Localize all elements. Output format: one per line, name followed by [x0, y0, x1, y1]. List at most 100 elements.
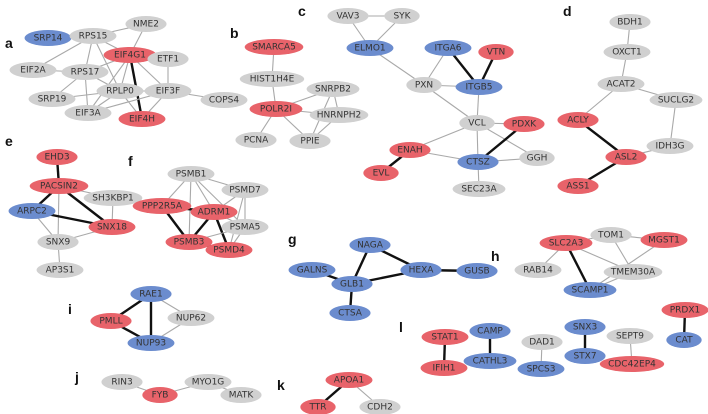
node-label-ttr: TTR — [308, 403, 326, 413]
node-label-hist1h4e: HIST1H4E — [250, 75, 295, 85]
node-label-cdh2: CDH2 — [367, 403, 393, 413]
node-label-oxct1: OXCT1 — [612, 48, 642, 58]
node-label-nup62: NUP62 — [176, 314, 206, 324]
node-polr2i: POLR2I — [249, 101, 303, 117]
node-syk: SYK — [384, 8, 420, 24]
node-shape-bdh1 — [609, 14, 651, 30]
node-label-itga6: ITGA6 — [434, 44, 461, 54]
node-label-prdx1: PRDX1 — [670, 306, 701, 316]
node-shape-ppp2r5a — [132, 198, 192, 214]
node-slc2a3: SLC2A3 — [539, 235, 593, 251]
node-naga: NAGA — [349, 237, 391, 253]
node-label-idh3g: IDH3G — [655, 142, 684, 152]
node-shape-ehd3 — [36, 149, 78, 165]
node-shape-eif2a — [9, 62, 57, 78]
node-suclg2: SUCLG2 — [649, 92, 703, 108]
node-shape-hexa — [400, 262, 442, 278]
node-shape-gusb — [456, 263, 498, 279]
node-eif3a: EIF3A — [64, 105, 112, 121]
node-shape-evl — [363, 165, 399, 181]
node-label-stat1: STAT1 — [431, 333, 458, 343]
node-shape-rab14 — [514, 262, 562, 278]
node-shape-smarca5 — [244, 39, 304, 55]
node-shape-ppie — [289, 133, 331, 149]
node-shape-eif3a — [64, 105, 112, 121]
node-shape-acat2 — [597, 76, 645, 92]
node-label-eif3a: EIF3A — [75, 109, 101, 119]
node-spcs3: SPCS3 — [517, 361, 565, 377]
panel-label-j: j — [74, 369, 79, 385]
node-label-polr2i: POLR2I — [260, 105, 292, 115]
node-label-slc2a3: SLC2A3 — [549, 239, 584, 249]
node-shape-mgst1 — [640, 232, 688, 248]
node-shape-dad1 — [521, 334, 563, 350]
node-label-sept9: SEPT9 — [616, 332, 644, 342]
node-shape-spcs3 — [517, 361, 565, 377]
node-shape-oxct1 — [603, 44, 651, 60]
node-label-psmb1: PSMB1 — [176, 170, 207, 180]
node-cat: CAT — [666, 332, 702, 348]
node-myo1g: MYO1G — [184, 374, 232, 390]
node-label-hnrnph2: HNRNPH2 — [317, 111, 361, 121]
node-label-pcna: PCNA — [244, 136, 269, 146]
node-label-vav3: VAV3 — [336, 12, 359, 22]
node-shape-psmb1 — [167, 166, 215, 182]
node-label-dad1: DAD1 — [529, 338, 555, 348]
node-shape-ctsz — [457, 154, 499, 170]
node-shape-rin3 — [101, 374, 143, 390]
node-shape-myo1g — [184, 374, 232, 390]
node-shape-psmd7 — [221, 182, 269, 198]
node-label-ap3s1: AP3S1 — [46, 266, 75, 276]
node-snx18: SNX18 — [88, 219, 136, 235]
node-shape-enah — [389, 142, 431, 158]
node-sept9: SEPT9 — [606, 328, 654, 344]
node-label-snx3: SNX3 — [573, 323, 597, 333]
node-shape-syk — [384, 8, 420, 24]
node-shape-itgb5 — [455, 79, 503, 95]
node-snx9: SNX9 — [37, 234, 79, 250]
node-label-tom1: TOM1 — [597, 231, 624, 241]
node-asl2: ASL2 — [605, 149, 647, 165]
node-label-gusb: GUSB — [464, 267, 489, 277]
node-label-eif2a: EIF2A — [20, 66, 46, 76]
node-vtn: VTN — [478, 44, 514, 60]
panel-label-l: l — [399, 319, 403, 335]
node-shape-cdc42ep4 — [599, 356, 665, 372]
node-ctsz: CTSZ — [457, 154, 499, 170]
node-shape-pcna — [235, 132, 277, 148]
node-label-camp: CAMP — [477, 327, 503, 337]
node-label-acly: ACLY — [567, 116, 589, 126]
node-shape-etf1 — [147, 51, 189, 67]
node-ctsa: CTSA — [329, 305, 371, 321]
node-label-smarca5: SMARCA5 — [252, 43, 296, 53]
node-label-adrm1: ADRM1 — [198, 208, 231, 218]
node-label-pacsin2: PACSIN2 — [40, 182, 78, 192]
edge-pacsin2-snx9 — [57, 185, 60, 243]
node-shape-srp19 — [28, 91, 76, 107]
node-label-eif4g1: EIF4G1 — [114, 51, 146, 61]
node-shape-sec23a — [452, 181, 506, 197]
node-shape-itga6 — [424, 40, 472, 56]
node-elmo1: ELMO1 — [346, 40, 394, 56]
node-label-ass1: ASS1 — [566, 182, 589, 192]
node-label-pxn: PXN — [415, 81, 433, 91]
node-shape-ggh — [519, 150, 555, 166]
node-label-ppp2r5a: PPP2R5A — [142, 202, 183, 212]
node-hist1h4e: HIST1H4E — [239, 71, 305, 87]
node-pacsin2: PACSIN2 — [29, 178, 89, 194]
node-label-nme2: NME2 — [133, 20, 159, 30]
node-shape-eif4h — [118, 111, 166, 127]
node-shape-cat — [666, 332, 702, 348]
edge-psmb1-psma5 — [190, 173, 246, 228]
panel-label-i: i — [68, 301, 72, 317]
node-shape-acly — [557, 112, 599, 128]
node-shape-cathl3 — [463, 353, 517, 369]
node-fyb: FYB — [142, 387, 178, 403]
node-label-rae1: RAE1 — [139, 290, 162, 300]
node-tom1: TOM1 — [590, 227, 632, 243]
node-label-ifih1: IFIH1 — [433, 364, 456, 374]
node-label-snrpb2: SNRPB2 — [315, 85, 351, 95]
node-label-snx18: SNX18 — [97, 223, 127, 233]
